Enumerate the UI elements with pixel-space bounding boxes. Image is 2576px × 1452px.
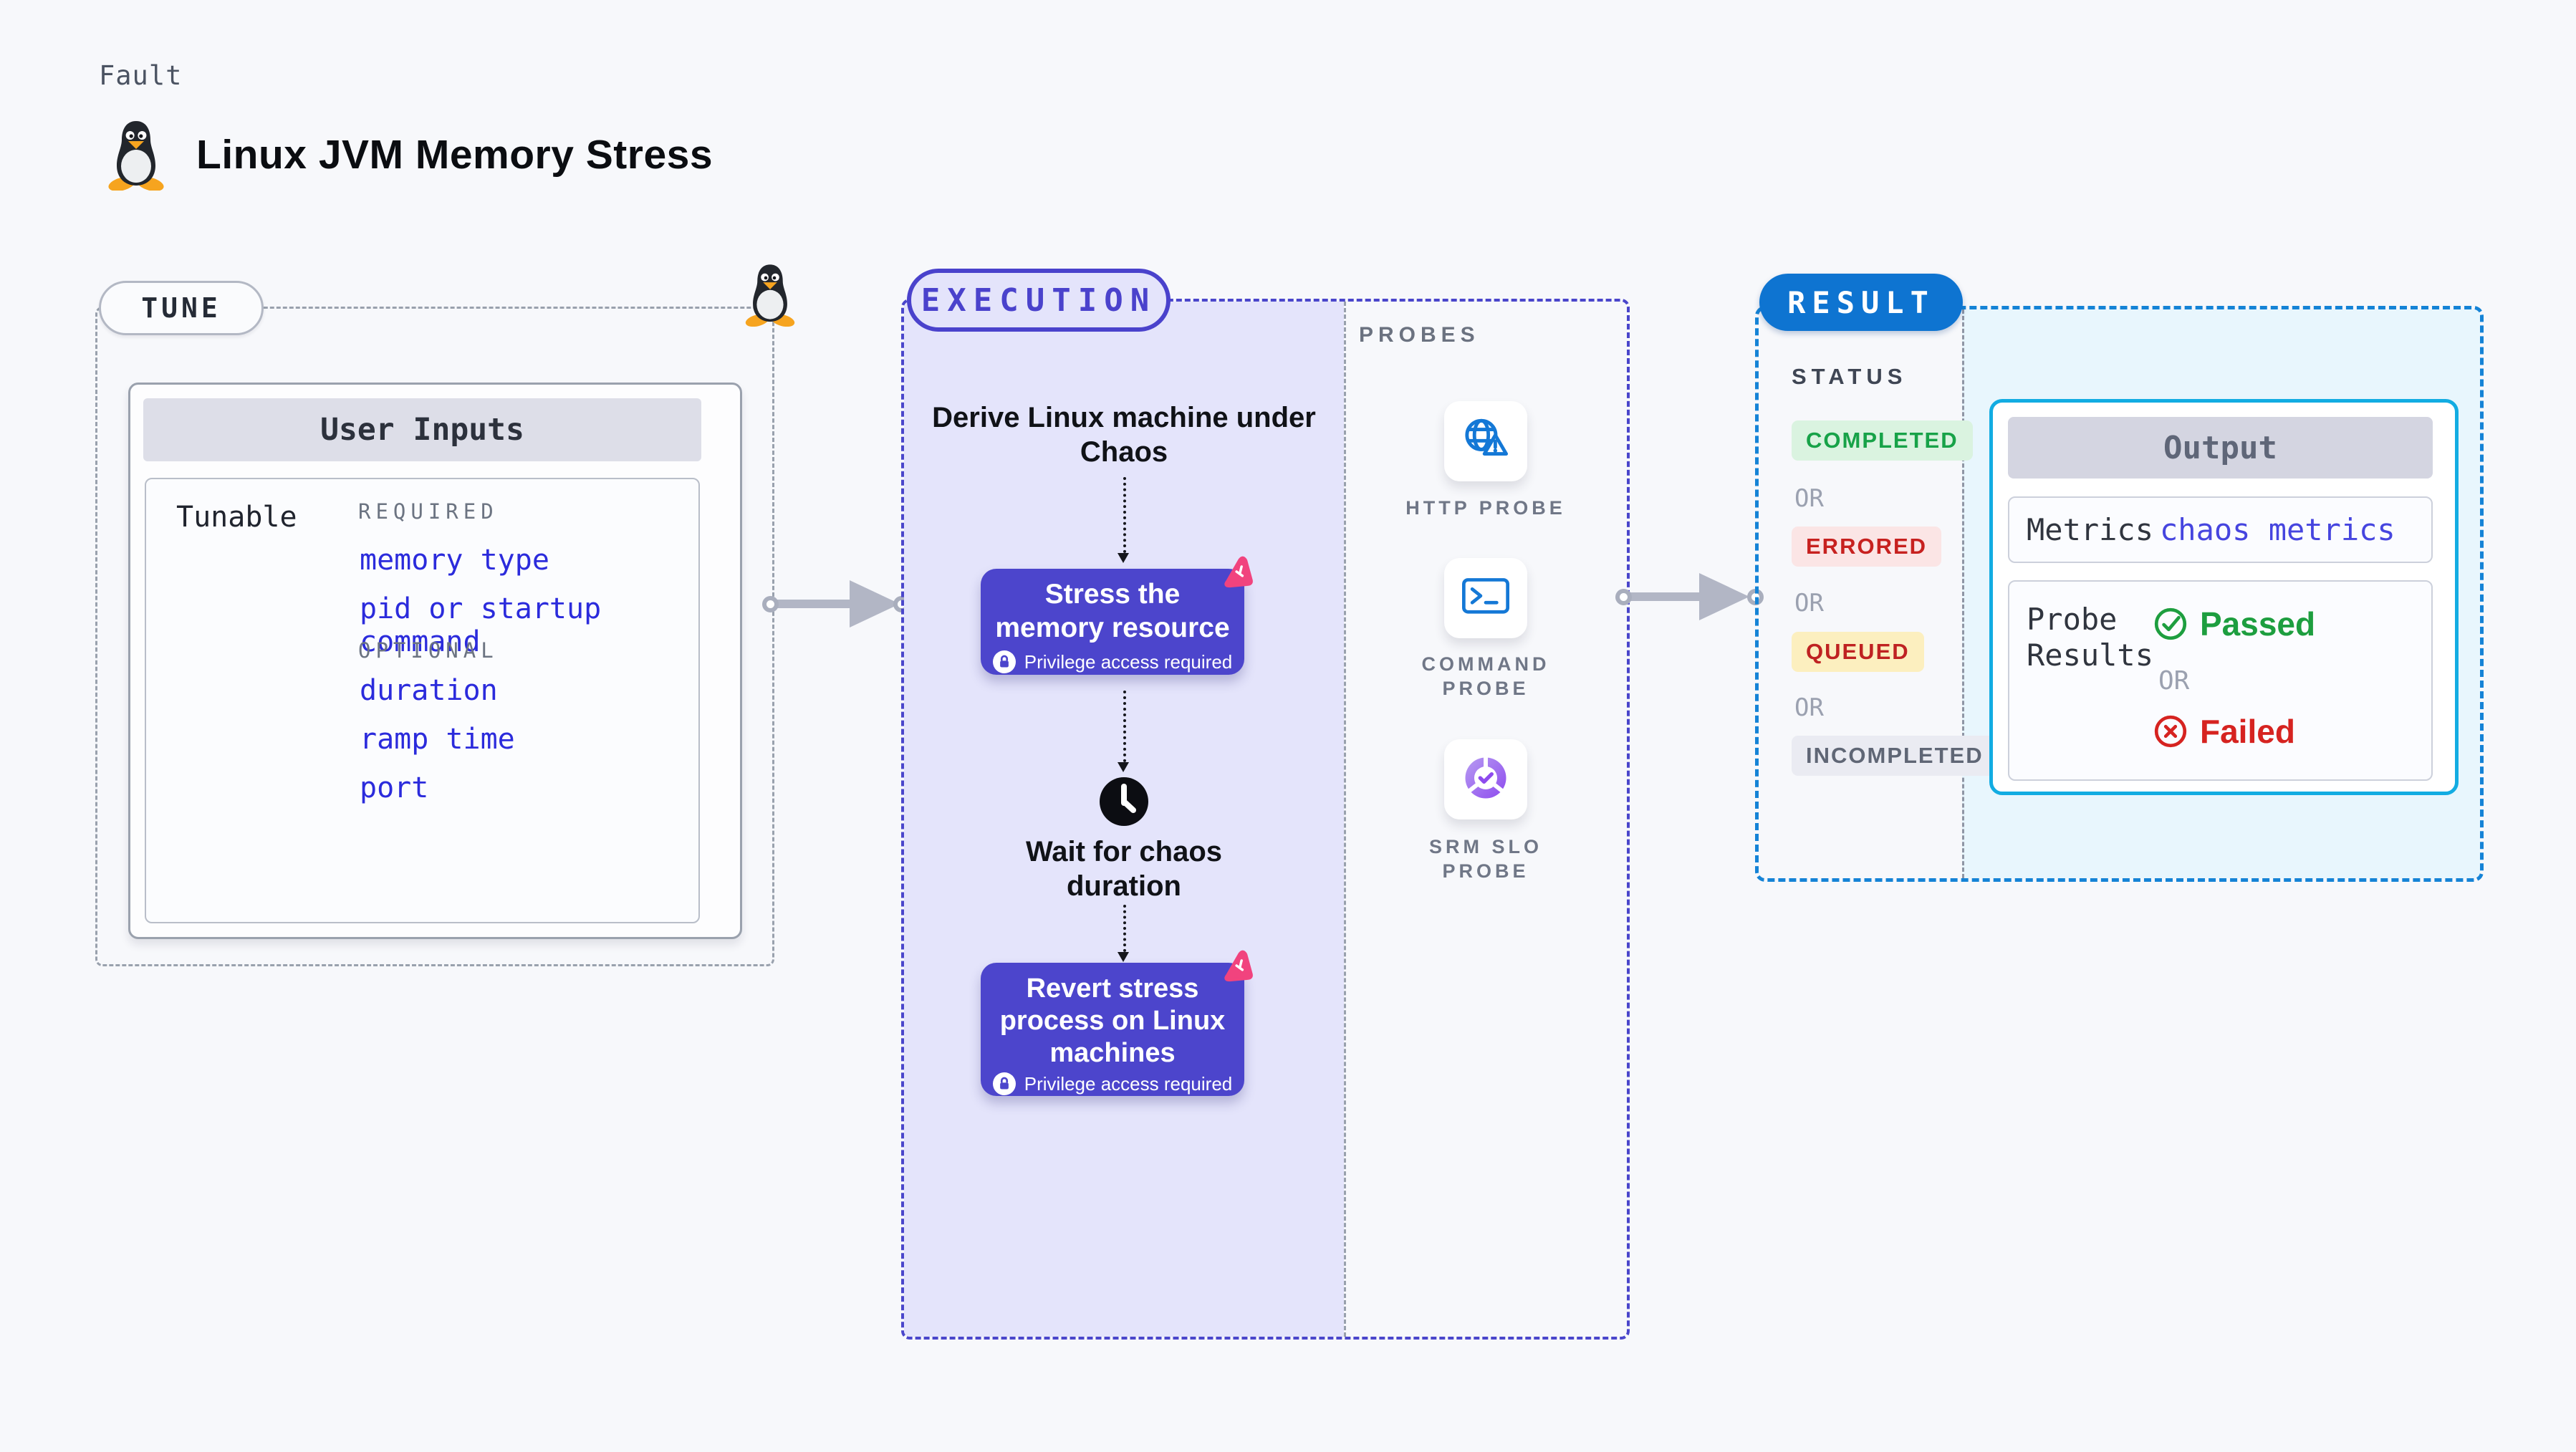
flow-arrow-3 [1123,905,1126,952]
flow-arrow-2 [1123,691,1126,762]
fault-kicker: Fault [99,60,183,91]
passed-indicator: Passed [2153,605,2315,643]
status-badge-queued: QUEUED [1792,632,1924,672]
command-probe-card[interactable] [1444,558,1527,638]
srm-slo-probe-card[interactable] [1444,739,1527,819]
or-label: OR [1794,693,1824,722]
srm-slo-probe-label: SRM SLO PROBE [1428,836,1542,882]
required-label: REQUIRED [358,499,499,524]
input-memory-type[interactable]: memory type [360,544,549,577]
metrics-row: Metrics chaos metrics [2008,496,2433,563]
execution-pill: EXECUTION [907,269,1171,332]
tux-penguin-icon [105,119,168,191]
tune-pill: TUNE [99,281,264,335]
clock-icon [1098,776,1150,827]
revert-button-label: Revert stress process on Linux machines [999,973,1226,1068]
failed-indicator: Failed [2153,712,2295,751]
globe-warning-icon [1458,413,1514,469]
privilege-note: Privilege access required [1024,650,1233,673]
status-badge-incompleted: INCOMPLETED [1792,736,1998,776]
execution-probes-divider [1344,302,1346,1337]
chaos-experiment-icon [1216,552,1256,592]
optional-label: OPTIONAL [358,638,499,663]
privilege-note: Privilege access required [1024,1072,1233,1095]
derive-step-text: Derive Linux machine under Chaos [932,402,1316,468]
probes-heading: PROBES [1359,323,1480,347]
flow-arrow-1 [1123,477,1126,553]
status-heading: STATUS [1792,364,1908,389]
failed-label: Failed [2200,713,2295,750]
user-inputs-title: User Inputs [143,398,701,461]
result-section: RESULT STATUS COMPLETED OR ERRORED OR QU… [1755,274,2484,882]
or-label: OR [2158,666,2190,696]
wait-step-text: Wait for chaos duration [1025,836,1223,902]
http-probe-label: HTTP PROBE [1405,497,1566,519]
tune-section [95,307,774,966]
input-duration[interactable]: duration [360,674,498,707]
http-probe-card[interactable] [1444,401,1527,481]
input-port[interactable]: port [360,771,429,804]
revert-stress-button[interactable]: Revert stress process on Linux machines … [981,950,1253,1096]
probe-results-row: Probe Results Passed OR Failed [2008,580,2433,781]
output-title: Output [2008,417,2433,479]
lock-icon [992,1072,1016,1095]
output-card: Output Metrics chaos metrics Probe Resul… [1989,399,2459,795]
command-probe-label: COMMAND PROBE [1421,653,1550,699]
privilege-row-2: Privilege access required [981,1072,1244,1095]
tux-penguin-small-icon [742,262,798,327]
slo-donut-check-icon [1458,751,1513,809]
status-badge-completed: COMPLETED [1792,420,1973,461]
terminal-icon [1458,573,1513,624]
status-badge-errored: ERRORED [1792,527,1942,567]
tunable-label: Tunable [176,501,297,534]
stress-button-label: Stress the memory resource [995,579,1230,643]
flow-arrow-3-head [1118,952,1129,968]
title-row: Linux JVM Memory Stress [105,119,713,191]
execution-section: EXECUTION Derive Linux machine under Cha… [901,269,1630,1340]
metrics-label: Metrics [2027,512,2154,547]
page-title: Linux JVM Memory Stress [196,132,713,178]
passed-label: Passed [2200,605,2316,643]
stress-memory-button[interactable]: Stress the memory resource Privilege acc… [981,556,1253,675]
probe-results-label: Probe Results [2027,602,2154,673]
x-circle-icon [2153,713,2188,749]
user-inputs-body: Tunable REQUIRED memory type pid or star… [145,478,700,923]
metrics-value[interactable]: chaos metrics [2160,512,2395,547]
or-label: OR [1794,484,1824,513]
check-circle-icon [2153,606,2188,642]
user-inputs-card: User Inputs Tunable REQUIRED memory type… [128,383,742,939]
lock-icon [992,650,1016,673]
chaos-experiment-icon [1216,946,1256,986]
result-pill: RESULT [1759,274,1963,331]
input-pid-or-startup-command[interactable]: pid or startup command [360,592,602,658]
flow-arrow-2-head [1118,762,1129,778]
or-label: OR [1794,589,1824,617]
privilege-row: Privilege access required [981,650,1244,673]
flow-arrow-1-head [1118,553,1129,569]
result-divider [1962,309,1964,878]
input-ramp-time[interactable]: ramp time [360,723,515,756]
